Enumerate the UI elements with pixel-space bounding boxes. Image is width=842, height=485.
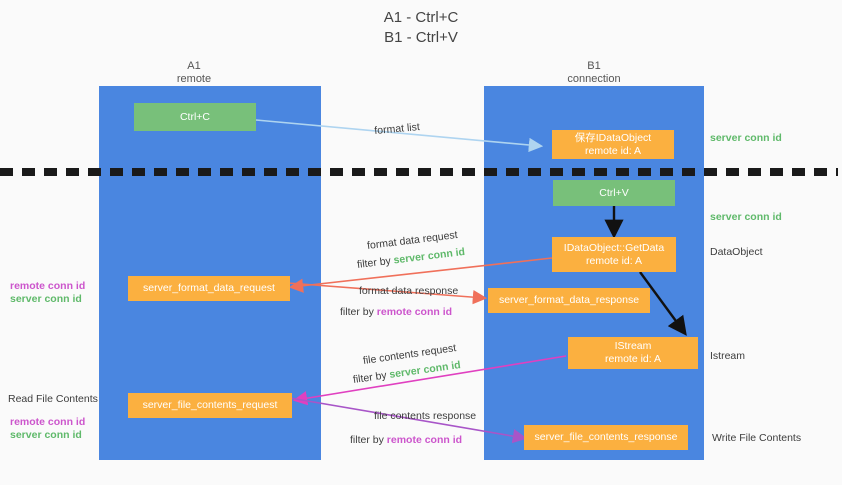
node-ctrl-v-label: Ctrl+V: [599, 186, 629, 199]
lane-header-b1-name: B1: [587, 60, 601, 72]
node-server-file-contents-response-label: server_file_contents_response: [534, 431, 678, 443]
node-server-file-contents-request[interactable]: server_file_contents_request: [128, 393, 292, 418]
node-server-format-data-request-label: server_format_data_request: [143, 282, 275, 294]
edge-label-format-list: format list: [373, 121, 421, 138]
node-server-format-data-response[interactable]: server_format_data_response: [488, 288, 650, 313]
node-istream-line1: IStream: [614, 340, 652, 352]
annotation-istream: Istream: [710, 350, 746, 362]
node-server-file-contents-response[interactable]: server_file_contents_response: [524, 425, 688, 450]
filter-prefix: filter by: [340, 306, 377, 318]
annotation-server-conn-id-top: server conn id: [710, 132, 782, 144]
filter-prefix: filter by: [350, 434, 387, 446]
node-save-idataobject[interactable]: 保存IDataObject remote id: A: [552, 130, 674, 159]
annotation-write-file-contents: Write File Contents: [712, 432, 802, 444]
filter-value-server-conn-id: server conn id: [392, 245, 466, 267]
title-line-1: A1 - Ctrl+C: [383, 9, 459, 26]
node-ctrl-c[interactable]: Ctrl+C: [134, 103, 256, 131]
annotation-left-mid-server-conn-id: server conn id: [10, 293, 82, 305]
annotation-dataobject: DataObject: [710, 246, 763, 258]
node-istream-line2: remote id: A: [604, 353, 662, 365]
edge-label-format-data-response-filter: filter by remote conn id: [340, 306, 452, 319]
node-save-idataobject-line1: 保存IDataObject: [574, 131, 652, 144]
node-idataobject-getdata[interactable]: IDataObject::GetData remote id: A: [552, 237, 676, 272]
node-server-format-data-request[interactable]: server_format_data_request: [128, 276, 290, 301]
node-ctrl-c-label: Ctrl+C: [179, 110, 211, 123]
annotation-left-mid-remote-conn-id: remote conn id: [10, 280, 86, 292]
annotation-server-conn-id-second: server conn id: [710, 211, 782, 223]
node-istream[interactable]: IStream remote id: A: [568, 337, 698, 369]
title-line-2: B1 - Ctrl+V: [384, 29, 458, 46]
lane-header-b1-sub: connection: [567, 73, 621, 85]
lane-header-a1-name: A1: [187, 60, 201, 72]
edge-label-file-contents-response: file contents response: [374, 410, 477, 422]
node-idataobject-getdata-line1: IDataObject::GetData: [563, 241, 665, 254]
lane-header-a1-sub: remote: [176, 73, 212, 85]
phase-divider: [0, 168, 838, 176]
edge-label-format-data-response: format data response: [359, 285, 459, 297]
node-ctrl-v[interactable]: Ctrl+V: [553, 180, 675, 206]
lane-header-b1: B1 connection: [524, 60, 664, 86]
filter-prefix: filter by: [352, 369, 391, 387]
filter-value-remote-conn-id: remote conn id: [376, 306, 453, 318]
filter-prefix: filter by: [356, 254, 395, 272]
node-server-format-data-response-label: server_format_data_response: [498, 294, 640, 306]
annotation-left-low-server-conn-id: server conn id: [10, 429, 82, 441]
node-idataobject-getdata-line2: remote id: A: [585, 254, 643, 267]
annotation-read-file-contents: Read File Contents: [8, 393, 98, 405]
node-save-idataobject-line2: remote id: A: [584, 144, 642, 157]
node-server-file-contents-request-label: server_file_contents_request: [142, 399, 278, 411]
diagram-title: A1 - Ctrl+C B1 - Ctrl+V: [0, 8, 842, 48]
annotation-left-low-remote-conn-id: remote conn id: [10, 416, 86, 428]
filter-value-remote-conn-id: remote conn id: [386, 434, 463, 446]
edge-label-file-contents-response-filter: filter by remote conn id: [350, 434, 462, 447]
lane-header-a1: A1 remote: [124, 60, 264, 86]
